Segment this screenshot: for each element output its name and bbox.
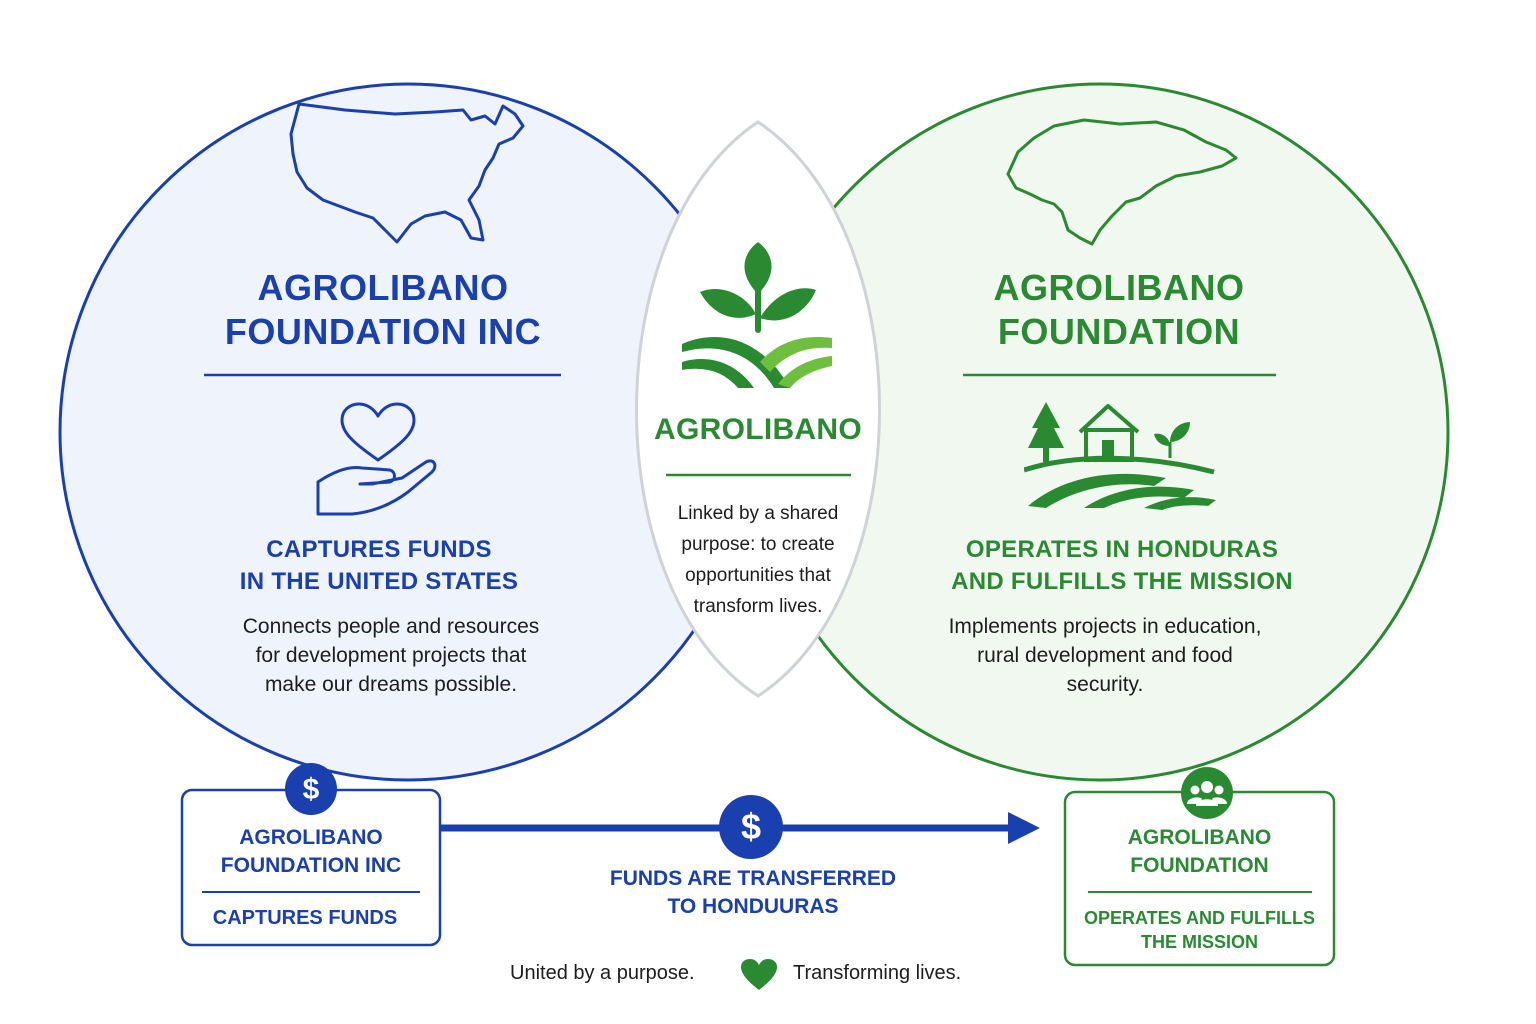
right-circle-description: Implements projects in education, rural … bbox=[900, 612, 1310, 699]
transfer-label-line2: TO HONDUURAS bbox=[667, 895, 839, 918]
center-text-line3: opportunities that bbox=[685, 565, 831, 586]
right-box-title-line1: AGROLIBANO bbox=[1127, 826, 1272, 849]
center-description: Linked by a shared purpose: to create op… bbox=[638, 498, 878, 622]
right-box-subtitle-line1: OPERATES AND FULFILLS bbox=[1084, 908, 1315, 928]
left-circle-subheading: CAPTURES FUNDS IN THE UNITED STATES bbox=[158, 534, 600, 598]
right-subheading-line2: AND FULFILLS THE MISSION bbox=[951, 568, 1293, 595]
left-box-title: AGROLIBANO FOUNDATION INC bbox=[182, 824, 440, 880]
left-box-title-line2: FOUNDATION INC bbox=[220, 854, 402, 877]
right-description-line1: Implements projects in education, bbox=[948, 615, 1262, 638]
center-text-line1: Linked by a shared bbox=[677, 503, 839, 524]
left-subheading-line1: CAPTURES FUNDS bbox=[266, 536, 492, 563]
right-subheading-line1: OPERATES IN HONDURAS bbox=[965, 536, 1279, 563]
center-text-line2: purpose: to create bbox=[681, 534, 835, 555]
left-title-line2: FOUNDATION INC bbox=[224, 311, 542, 352]
dollar-icon: $ bbox=[719, 795, 783, 859]
center-title: AGROLIBANO bbox=[654, 413, 862, 446]
right-circle-title: AGROLIBANO FOUNDATION bbox=[894, 266, 1344, 354]
usa-map-icon bbox=[289, 102, 525, 244]
right-circle-subheading: OPERATES IN HONDURAS AND FULFILLS THE MI… bbox=[904, 534, 1340, 598]
right-description-line3: security. bbox=[1066, 673, 1144, 696]
center-text-line4: transform lives. bbox=[693, 596, 823, 617]
svg-text:$: $ bbox=[741, 806, 761, 847]
farm-landscape-icon bbox=[1024, 402, 1216, 510]
left-circle-title: AGROLIBANO FOUNDATION INC bbox=[158, 266, 608, 354]
right-box-subtitle-line2: THE MISSION bbox=[1140, 932, 1258, 952]
footer-right-text: Transforming lives. bbox=[793, 962, 962, 984]
honduras-map-icon bbox=[1006, 118, 1238, 246]
left-description-line1: Connects people and resources bbox=[242, 615, 540, 638]
transfer-label: FUNDS ARE TRANSFERRED TO HONDUURAS bbox=[568, 865, 938, 921]
left-description-line3: make our dreams possible. bbox=[264, 673, 518, 696]
transfer-label-line1: FUNDS ARE TRANSFERRED bbox=[609, 867, 897, 890]
agrolibano-sprout-logo-icon bbox=[682, 242, 832, 388]
right-description-line2: rural development and food bbox=[977, 644, 1233, 667]
footer-left-text: United by a purpose. bbox=[510, 962, 695, 984]
left-title-line1: AGROLIBANO bbox=[257, 267, 509, 308]
dollar-icon: $ bbox=[285, 763, 337, 815]
right-box-title-line2: FOUNDATION bbox=[1130, 854, 1269, 877]
left-circle-description: Connects people and resources for develo… bbox=[178, 612, 604, 699]
heart-icon bbox=[741, 959, 777, 990]
left-description-line2: for development projects that bbox=[255, 644, 527, 667]
svg-text:$: $ bbox=[303, 773, 320, 806]
right-title-line2: FOUNDATION bbox=[997, 311, 1241, 352]
right-box-subtitle: OPERATES AND FULFILLS THE MISSION bbox=[1065, 906, 1334, 954]
heart-hand-icon bbox=[316, 402, 437, 516]
left-subheading-line2: IN THE UNITED STATES bbox=[239, 568, 519, 595]
right-title-line1: AGROLIBANO bbox=[993, 267, 1245, 308]
center-lens bbox=[635, 120, 881, 698]
right-box-title: AGROLIBANO FOUNDATION bbox=[1065, 824, 1334, 880]
transfer-arrow-head bbox=[1008, 812, 1040, 844]
people-group-icon bbox=[1181, 767, 1233, 819]
left-box-subtitle: CAPTURES FUNDS bbox=[212, 907, 398, 929]
left-box-title-line1: AGROLIBANO bbox=[239, 826, 383, 849]
